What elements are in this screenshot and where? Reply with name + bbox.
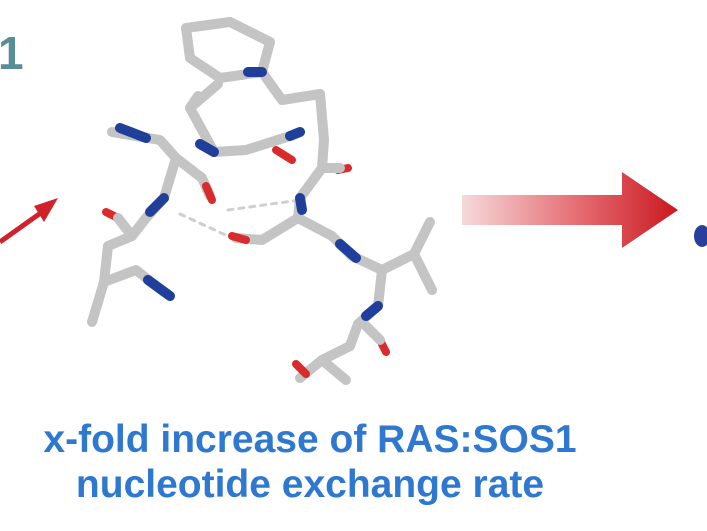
red-arrow-icon: [0, 198, 58, 245]
gradient-arrow-icon: [462, 172, 678, 248]
peptide-stick-model: [87, 17, 437, 385]
caption-line-2: nucleotide exchange rate: [75, 463, 545, 506]
caption-line-1: x-fold increase of RAS:SOS1: [43, 418, 577, 461]
edge-molecule-fragment: [694, 225, 707, 247]
panel-label: 1: [0, 27, 24, 79]
hydrogen-bonds: [178, 198, 302, 240]
